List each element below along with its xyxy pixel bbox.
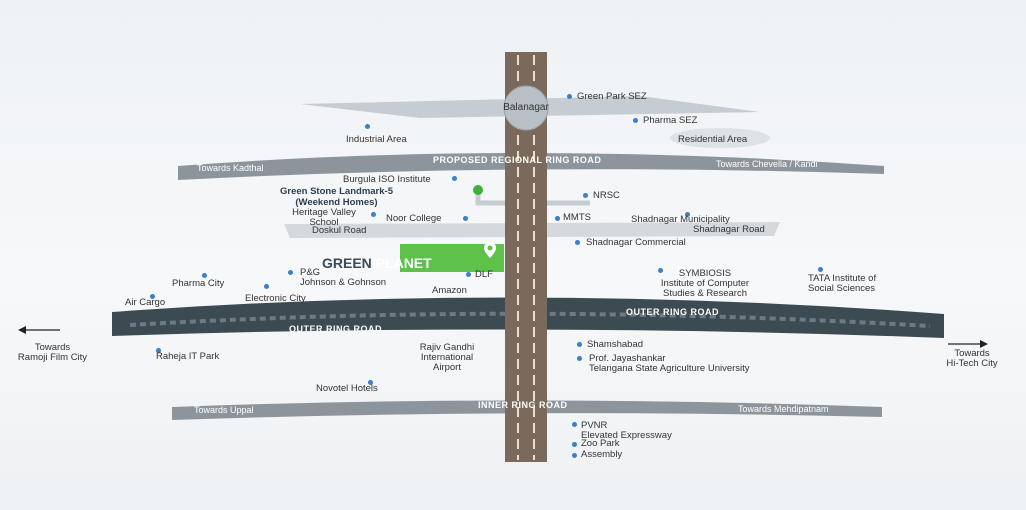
left-arrow-label: Towards Ramoji Film City	[17, 342, 88, 363]
place-air-cargo: Air Cargo	[125, 297, 166, 308]
dot-jayashankar	[577, 356, 582, 361]
dot-symbiosis	[658, 268, 663, 273]
place-heritage: Heritage Valley School	[292, 207, 356, 228]
balanagar-hub	[503, 85, 549, 131]
regional-road-name: PROPOSED REGIONAL RING ROAD	[433, 155, 602, 165]
place-noor: Noor College	[386, 213, 442, 224]
left-arrow-icon	[18, 326, 60, 334]
outer-ring-label-left: OUTER RING ROAD	[289, 324, 382, 334]
dot-novotel	[368, 380, 373, 385]
dot-shadnagar-municipality	[685, 212, 690, 217]
regional-right-label: Towards Chevella / Kandi	[716, 159, 818, 169]
place-shadnagar-municipality: Shadnagar Municipality	[631, 214, 730, 225]
place-pvnr: PVNR Elevated Expressway	[581, 420, 672, 441]
place-mmts: MMTS	[563, 212, 591, 223]
place-residential-area: Residential Area	[678, 134, 748, 145]
dot-pharma-sez	[633, 118, 638, 123]
right-arrow-label: Towards Hi-Tech City	[946, 348, 998, 369]
place-amazon: Amazon	[432, 285, 467, 296]
place-shamshabad: Shamshabad	[587, 339, 643, 350]
place-green-park-sez: Green Park SEZ	[577, 91, 647, 102]
outer-ring-label-right: OUTER RING ROAD	[626, 307, 719, 317]
green-stone-marker	[473, 185, 483, 195]
doskul-road-label: Doskul Road	[312, 225, 367, 236]
dot-zoo	[572, 442, 577, 447]
inner-right-label: Towards Mehdipatnam	[738, 404, 829, 414]
dot-noor	[463, 216, 468, 221]
dot-dlf	[466, 272, 471, 277]
right-arrow-icon	[948, 340, 988, 348]
place-pharma-city: Pharma City	[172, 278, 225, 289]
shadnagar-road-label: Shadnagar Road	[693, 224, 765, 235]
dot-green-park	[567, 94, 572, 99]
inner-left-label: Towards Uppal	[194, 405, 254, 415]
green-planet-part2: PLANET	[375, 255, 432, 271]
place-tata: TATA Institute of Social Sciences	[808, 273, 877, 294]
place-novotel: Novotel Hotels	[316, 383, 378, 394]
regional-left-label: Towards Kadthal	[197, 163, 264, 173]
dot-shadnagar-commercial	[575, 240, 580, 245]
green-planet-part1: GREEN	[322, 255, 372, 271]
dot-heritage	[371, 212, 376, 217]
place-pg: P&G Johnson & Gohnson	[300, 267, 387, 288]
dot-shamshabad	[577, 342, 582, 347]
dot-burgula	[452, 176, 457, 181]
place-zoo: Zoo Park	[581, 438, 620, 449]
place-dlf: DLF	[475, 269, 493, 280]
dot-assembly	[572, 453, 577, 458]
dot-industrial-area	[365, 124, 370, 129]
dot-pharma-city	[202, 273, 207, 278]
dot-nrsc	[583, 193, 588, 198]
dot-air-cargo	[150, 294, 155, 299]
location-pin-icon	[484, 242, 496, 258]
inner-road-name: INNER RING ROAD	[478, 400, 568, 410]
place-rgia: Rajiv Gandhi International Airport	[419, 342, 475, 373]
dot-pvnr	[572, 422, 577, 427]
green-stone-label: Green Stone Landmark-5 (Weekend Homes)	[280, 186, 393, 208]
place-symbiosis: SYMBIOSIS Institute of Computer Studies …	[660, 268, 750, 299]
place-pharma-sez: Pharma SEZ	[643, 115, 698, 126]
dot-pg	[288, 270, 293, 275]
place-jayashankar: Prof. Jayashankar Telangana State Agricu…	[589, 353, 750, 374]
dot-mmts	[555, 216, 560, 221]
place-nrsc: NRSC	[593, 190, 620, 201]
hub-label: Balanagar	[503, 102, 549, 113]
place-burgula: Burgula ISO Institute	[343, 174, 431, 185]
green-planet-logo: GREEN PLANET	[322, 255, 432, 271]
dot-raheja	[156, 348, 161, 353]
place-industrial-area: Industrial Area	[346, 134, 407, 145]
dot-tata	[818, 267, 823, 272]
place-electronic-city: Electronic City	[245, 293, 306, 304]
place-shadnagar-commercial: Shadnagar Commercial	[586, 237, 686, 248]
residential-area-shape	[670, 128, 770, 148]
place-raheja: Raheja IT Park	[156, 351, 220, 362]
dot-electronic-city	[264, 284, 269, 289]
place-assembly: Assembly	[581, 449, 623, 460]
